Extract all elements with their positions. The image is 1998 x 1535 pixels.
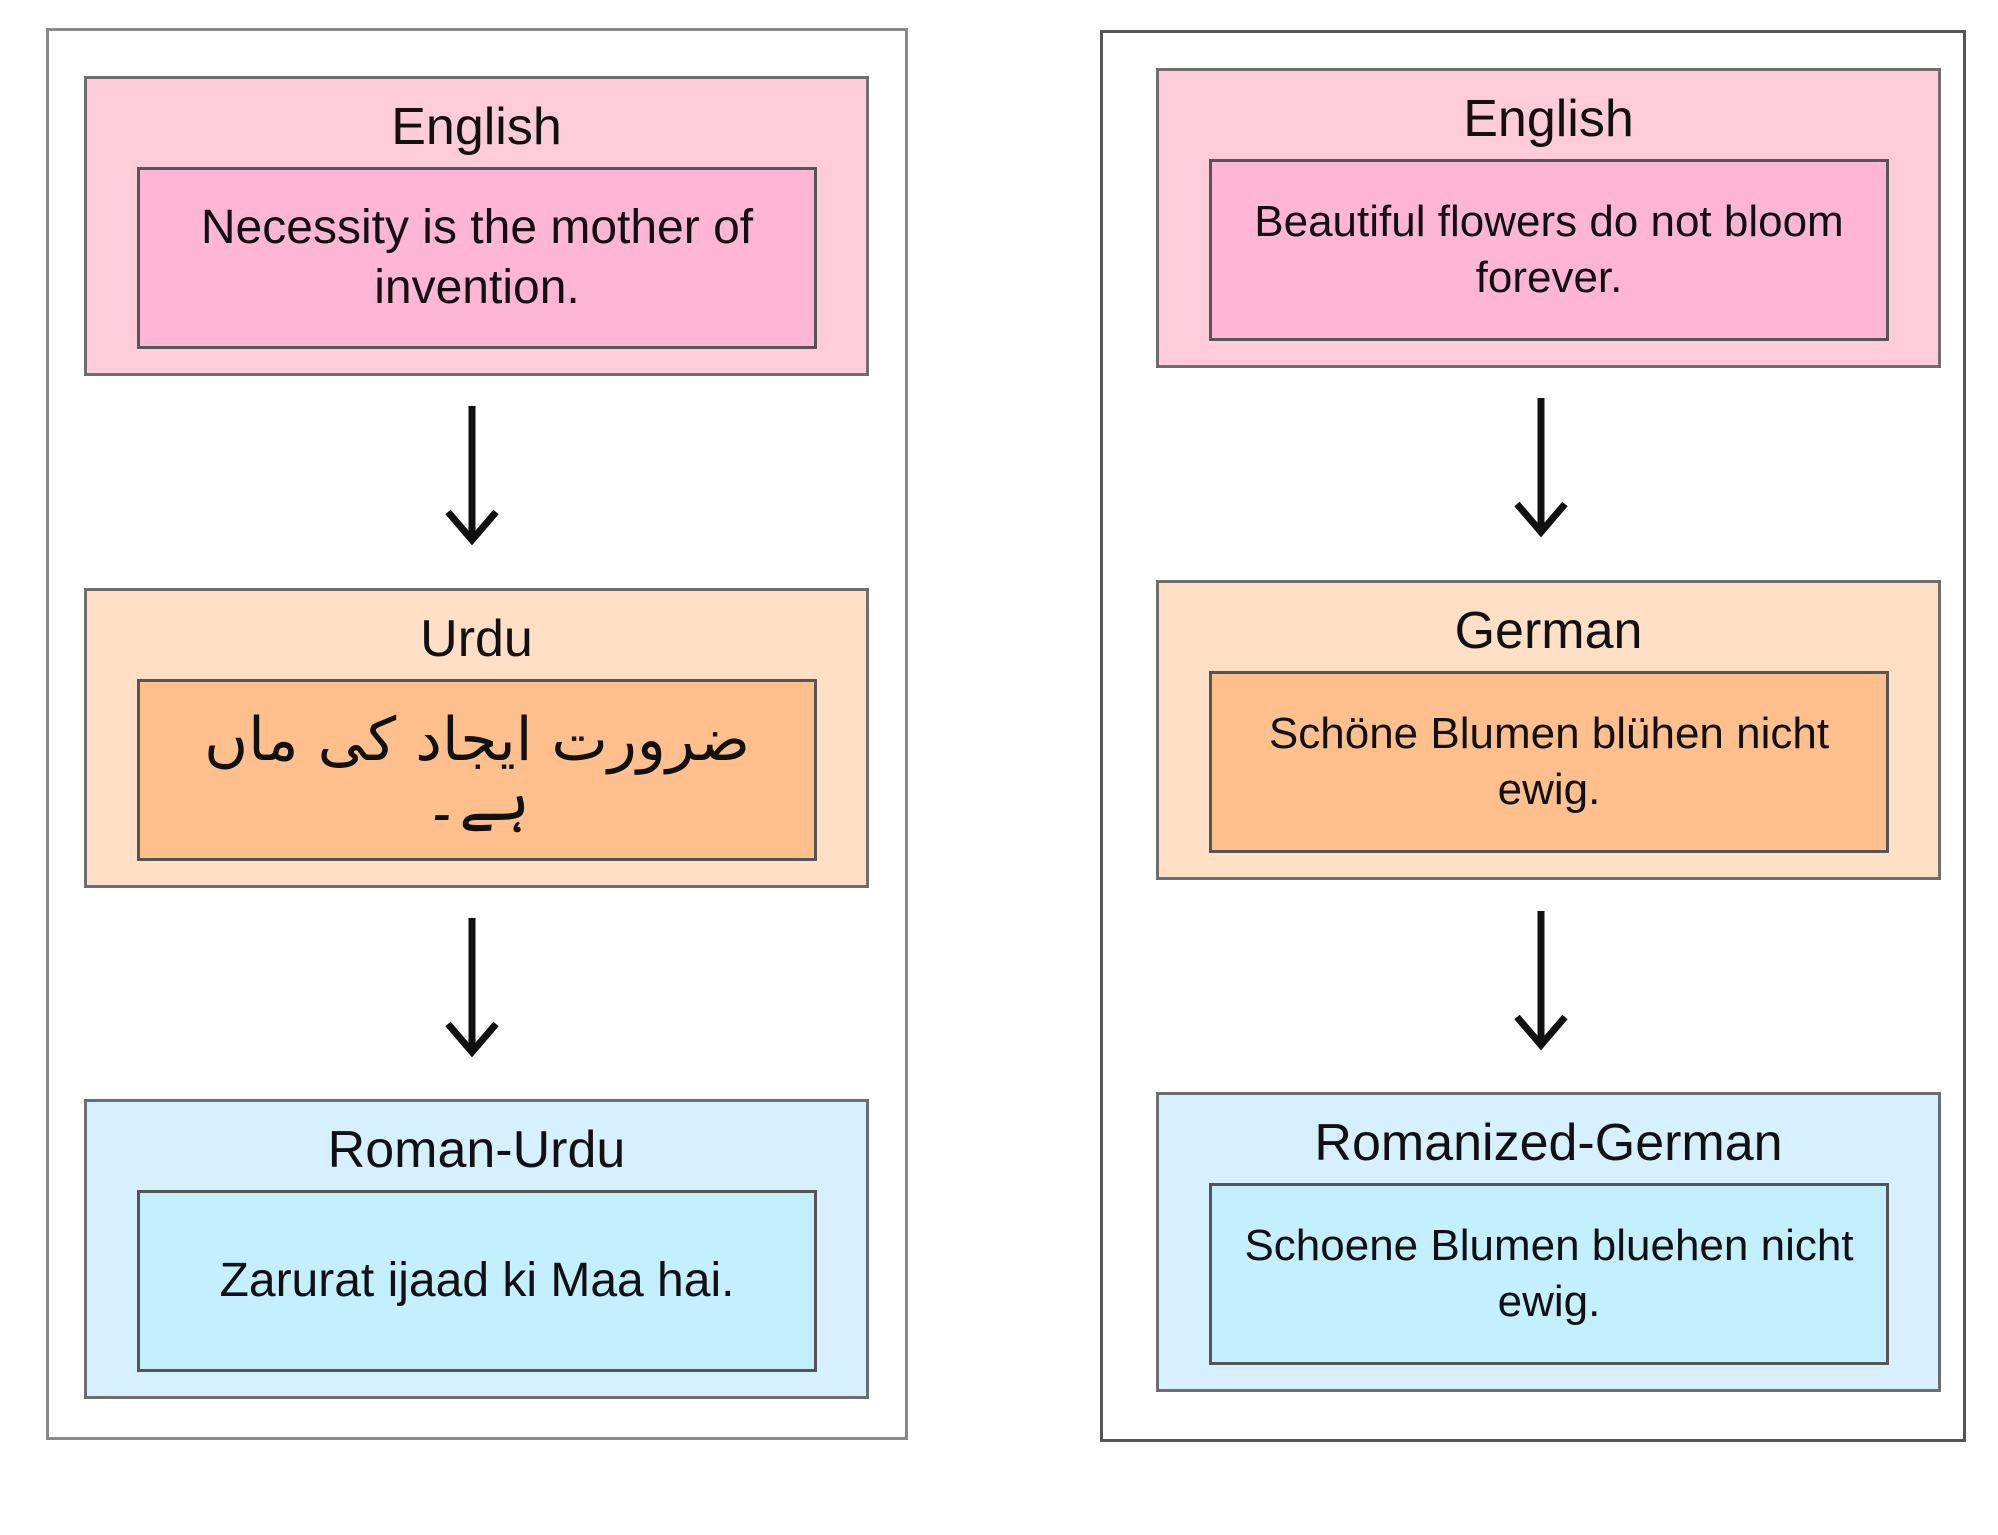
english-source-box: English Beautiful flowers do not bloom f…	[1156, 68, 1941, 368]
romanized-german-sentence: Schoene Blumen bluehen nicht ewig.	[1209, 1183, 1889, 1365]
roman-urdu-label: Roman-Urdu	[327, 1121, 626, 1179]
arrow-down-icon	[445, 406, 499, 546]
roman-urdu-sentence: Zarurat ijaad ki Maa hai.	[137, 1190, 817, 1372]
english-label: English	[1463, 90, 1634, 148]
romanized-german-box: Romanized-German Schoene Blumen bluehen …	[1156, 1092, 1941, 1392]
urdu-target-box: Urdu ضرورت ایجاد کی ماں ہے۔	[84, 588, 869, 888]
english-label: English	[391, 98, 562, 156]
english-sentence: Beautiful flowers do not bloom forever.	[1209, 159, 1889, 341]
urdu-sentence: ضرورت ایجاد کی ماں ہے۔	[137, 679, 817, 861]
english-sentence: Necessity is the mother of invention.	[137, 167, 817, 349]
urdu-label: Urdu	[420, 610, 533, 668]
english-source-box: English Necessity is the mother of inven…	[84, 76, 869, 376]
german-label: German	[1454, 602, 1643, 660]
romanized-german-label: Romanized-German	[1314, 1114, 1783, 1172]
diagram-panel-urdu: English Necessity is the mother of inven…	[46, 28, 908, 1440]
arrow-down-icon	[1514, 398, 1568, 538]
german-sentence: Schöne Blumen blühen nicht ewig.	[1209, 671, 1889, 853]
arrow-down-icon	[445, 918, 499, 1058]
german-target-box: German Schöne Blumen blühen nicht ewig.	[1156, 580, 1941, 880]
roman-urdu-box: Roman-Urdu Zarurat ijaad ki Maa hai.	[84, 1099, 869, 1399]
arrow-down-icon	[1514, 911, 1568, 1051]
diagram-panel-german: English Beautiful flowers do not bloom f…	[1100, 30, 1966, 1442]
